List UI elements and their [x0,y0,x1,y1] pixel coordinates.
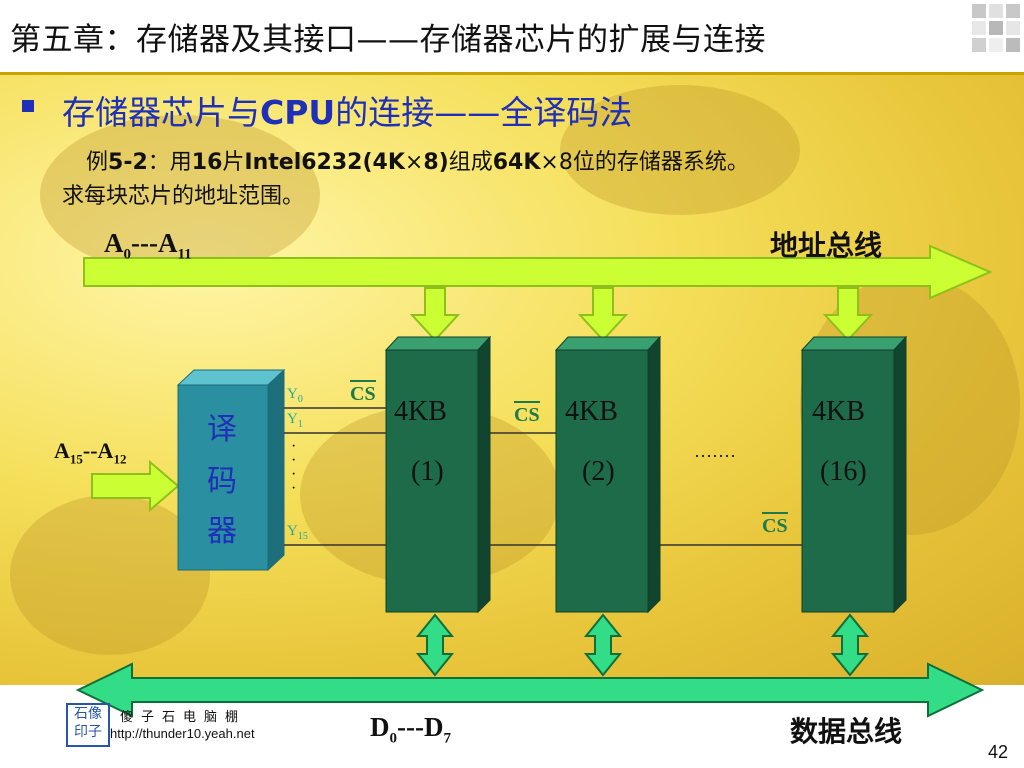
chip-16-box [801,349,895,613]
page-title: 第五章：存储器及其接口——存储器芯片的扩展与连接 [10,22,766,58]
address-bus-arrow [83,244,993,300]
example-p1: 例 [86,150,109,175]
output-dots: ···· [291,438,297,497]
example-p7: × [404,150,424,175]
example-p3: ：用 [147,150,192,175]
address-lines-label: A0---A11 [104,228,192,263]
bullet-icon [22,100,34,112]
chip-16-index: (16) [820,456,867,487]
decoder-char-3: 器 [207,514,237,549]
footer-logo: 石像印子 [66,703,110,747]
example-p8: 8) [423,150,449,175]
dec-in-mid: --A [82,438,114,463]
chip-1-box [385,349,479,613]
decoder-input-arrow [91,459,180,513]
chip-1-index: (1) [411,456,444,487]
addr-sub0: 0 [123,246,132,263]
chip-ellipsis: ······· [694,446,736,466]
data-bus-label: 数据总线 [790,715,903,748]
data-bus-arrow [75,662,985,718]
dec-in-sub1: 12 [113,451,127,467]
dot-3: · [291,466,297,483]
data-sub1: 7 [443,730,451,747]
dot-4: · [291,480,297,497]
addr-arrow-chip1 [409,287,461,342]
decoder-input-label: A15--A12 [54,438,126,467]
corner-decoration [972,4,1020,52]
example-p4: 16 [191,150,223,175]
y0-text: Y [287,386,298,402]
cs-label-chip1: CS [350,380,376,404]
cs-label-chip16: CS [762,512,788,536]
output-y1: Y1 [287,411,303,430]
chip-2-size: 4KB [565,396,618,427]
page-number: 42 [988,742,1009,762]
example-p2: 5-2 [108,150,148,175]
decoder-char-2: 码 [207,464,237,499]
slide-subtitle: 存储器芯片与CPU的连接——全译码法 [62,86,632,134]
addr-mid: ---A [131,228,178,258]
example-p10: 64K [492,150,541,175]
subtitle-text-c: 的连接——全译码法 [335,93,633,132]
address-bus-label: 地址总线 [770,229,883,262]
subtitle-text-a: 存储器芯片与 [62,93,260,132]
dec-in-a: A [54,438,70,463]
output-y0: Y0 [287,386,303,405]
dec-in-sub0: 15 [69,451,83,467]
data-d: D [370,712,390,742]
data-arrow-chip2 [583,613,623,677]
cs-label-chip2: CS [514,401,540,425]
footer-site-name: 傻子石电脑棚 [120,710,247,725]
data-lines-label: D0---D7 [370,712,451,747]
chip-2-box [555,349,649,613]
data-arrow-chip16 [830,613,870,677]
chip-2-index: (2) [582,456,615,487]
output-y15: Y15 [287,523,308,542]
dot-2: · [291,452,297,469]
title-bar: 第五章：存储器及其接口——存储器芯片的扩展与连接 [0,0,1024,75]
subtitle-text-cpu: CPU [260,93,336,132]
example-line-2: 求每块芯片的地址范围。 [62,184,305,209]
example-p11: ×8位的存储器系统。 [540,150,749,175]
y15-sub: 15 [297,531,308,542]
addr-a: A [104,228,124,258]
decoder-char-1: 译 [207,412,237,447]
decoder-box [177,384,269,571]
y1-sub: 1 [297,419,303,430]
data-mid: ---D [397,712,444,742]
addr-sub1: 11 [177,246,192,263]
addr-arrow-chip2 [577,287,629,342]
y15-text: Y [287,523,298,539]
example-p6: Intel6232(4K [244,150,405,175]
data-sub0: 0 [389,730,398,747]
example-p5: 片 [222,150,245,175]
example-line-1: 例5-2：用16片Intel6232(4K×8)组成64K×8位的存储器系统。 [86,144,749,176]
addr-arrow-chip16 [822,287,874,342]
footer-url[interactable]: http://thunder10.yeah.net [110,726,255,741]
chip-16-size: 4KB [812,396,865,427]
example-p9: 组成 [448,150,493,175]
chip-1-size: 4KB [394,396,447,427]
y0-sub: 0 [297,394,303,405]
data-arrow-chip1 [415,613,455,677]
dot-1: · [291,438,297,455]
y1-text: Y [287,411,298,427]
